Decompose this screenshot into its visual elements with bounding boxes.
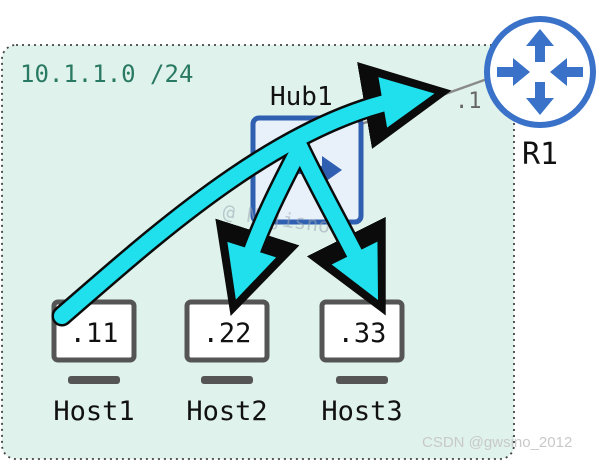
- router-label: R1: [522, 137, 558, 172]
- keyboard-icon: [201, 376, 253, 384]
- keyboard-icon: [68, 376, 120, 384]
- corner-watermark: CSDN @gwsino_2012: [422, 434, 572, 451]
- host-address: .22: [203, 318, 252, 349]
- arrow-hub-to-host2: [227, 140, 308, 300]
- keyboard-icon: [336, 376, 388, 384]
- router-icon[interactable]: [484, 16, 596, 128]
- arrow-host1-to-router: [54, 77, 435, 324]
- host-name: Host3: [321, 396, 402, 427]
- host-address: .33: [338, 318, 387, 349]
- host-address: .11: [70, 318, 119, 349]
- host-name: Host2: [186, 396, 267, 427]
- interface-label: .1: [455, 89, 482, 114]
- flood-arrows: [54, 77, 435, 324]
- host-name: Host1: [53, 396, 134, 427]
- arrow-hub-to-host3: [292, 140, 379, 301]
- subnet-label: 10.1.1.0 /24: [20, 60, 193, 88]
- hub-label: Hub1: [270, 82, 333, 112]
